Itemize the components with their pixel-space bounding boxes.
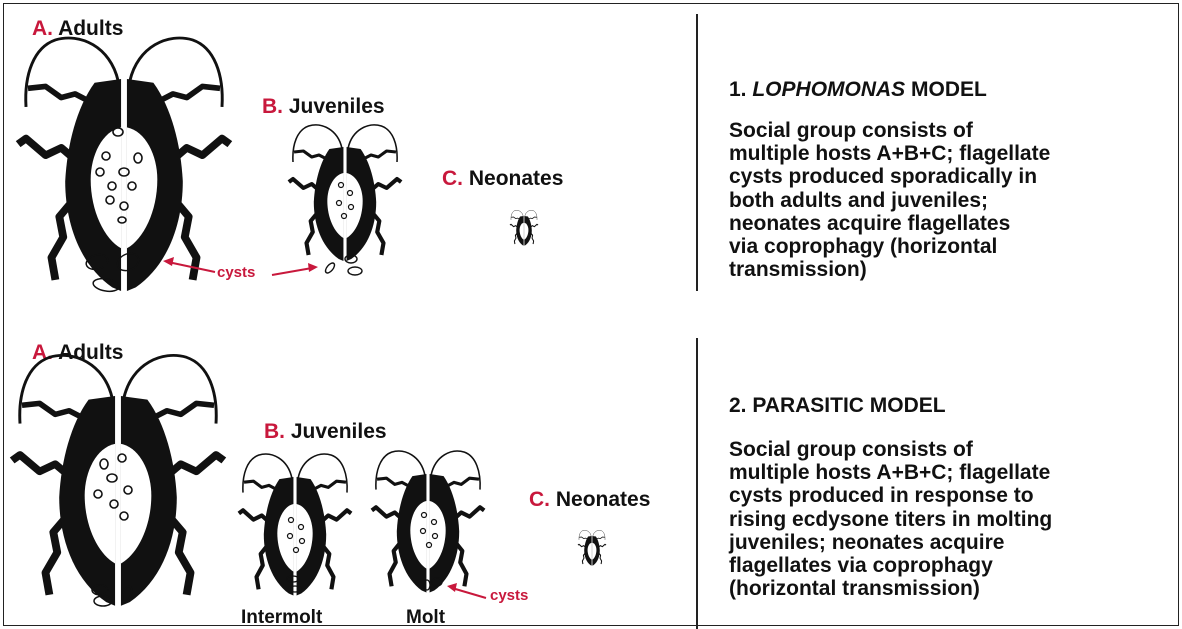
bottom-description-line: (horizontal transmission) (729, 577, 1052, 600)
bottom-description: Social group consists of multiple hosts … (729, 438, 1052, 600)
top-description-line: transmission) (729, 258, 1050, 281)
top-description-line: multiple hosts A+B+C; flagellate (729, 142, 1050, 165)
intermolt-label: Intermolt (241, 608, 322, 627)
bottom-description-line: Social group consists of (729, 438, 1052, 461)
bottom-description-line: flagellates via coprophagy (729, 554, 1052, 577)
top-description: Social group consists of multiple hosts … (729, 119, 1050, 281)
bottom-divider (696, 338, 698, 629)
bottom-description-line: juveniles; neonates acquire (729, 531, 1052, 554)
bottom-model-title: 2. PARASITIC MODEL (729, 394, 946, 418)
top-divider (696, 14, 698, 291)
bottom-description-line: rising ecdysone titers in molting (729, 508, 1052, 531)
bottom-description-line: multiple hosts A+B+C; flagellate (729, 461, 1052, 484)
top-model-title: 1. LOPHOMONAS MODEL (729, 78, 987, 102)
top-model-name: LOPHOMONAS (752, 78, 905, 101)
top-model-number: 1. (729, 78, 747, 101)
top-description-line: neonates acquire flagellates (729, 212, 1050, 235)
top-description-line: both adults and juveniles; (729, 189, 1050, 212)
molt-label: Molt (406, 608, 445, 627)
top-description-line: Social group consists of (729, 119, 1050, 142)
top-description-line: cysts produced sporadically in (729, 165, 1050, 188)
top-model-word: MODEL (911, 78, 987, 101)
bottom-neonate-roach-icon (0, 0, 640, 629)
top-description-line: via coprophagy (horizontal (729, 235, 1050, 258)
bottom-description-line: cysts produced in response to (729, 484, 1052, 507)
